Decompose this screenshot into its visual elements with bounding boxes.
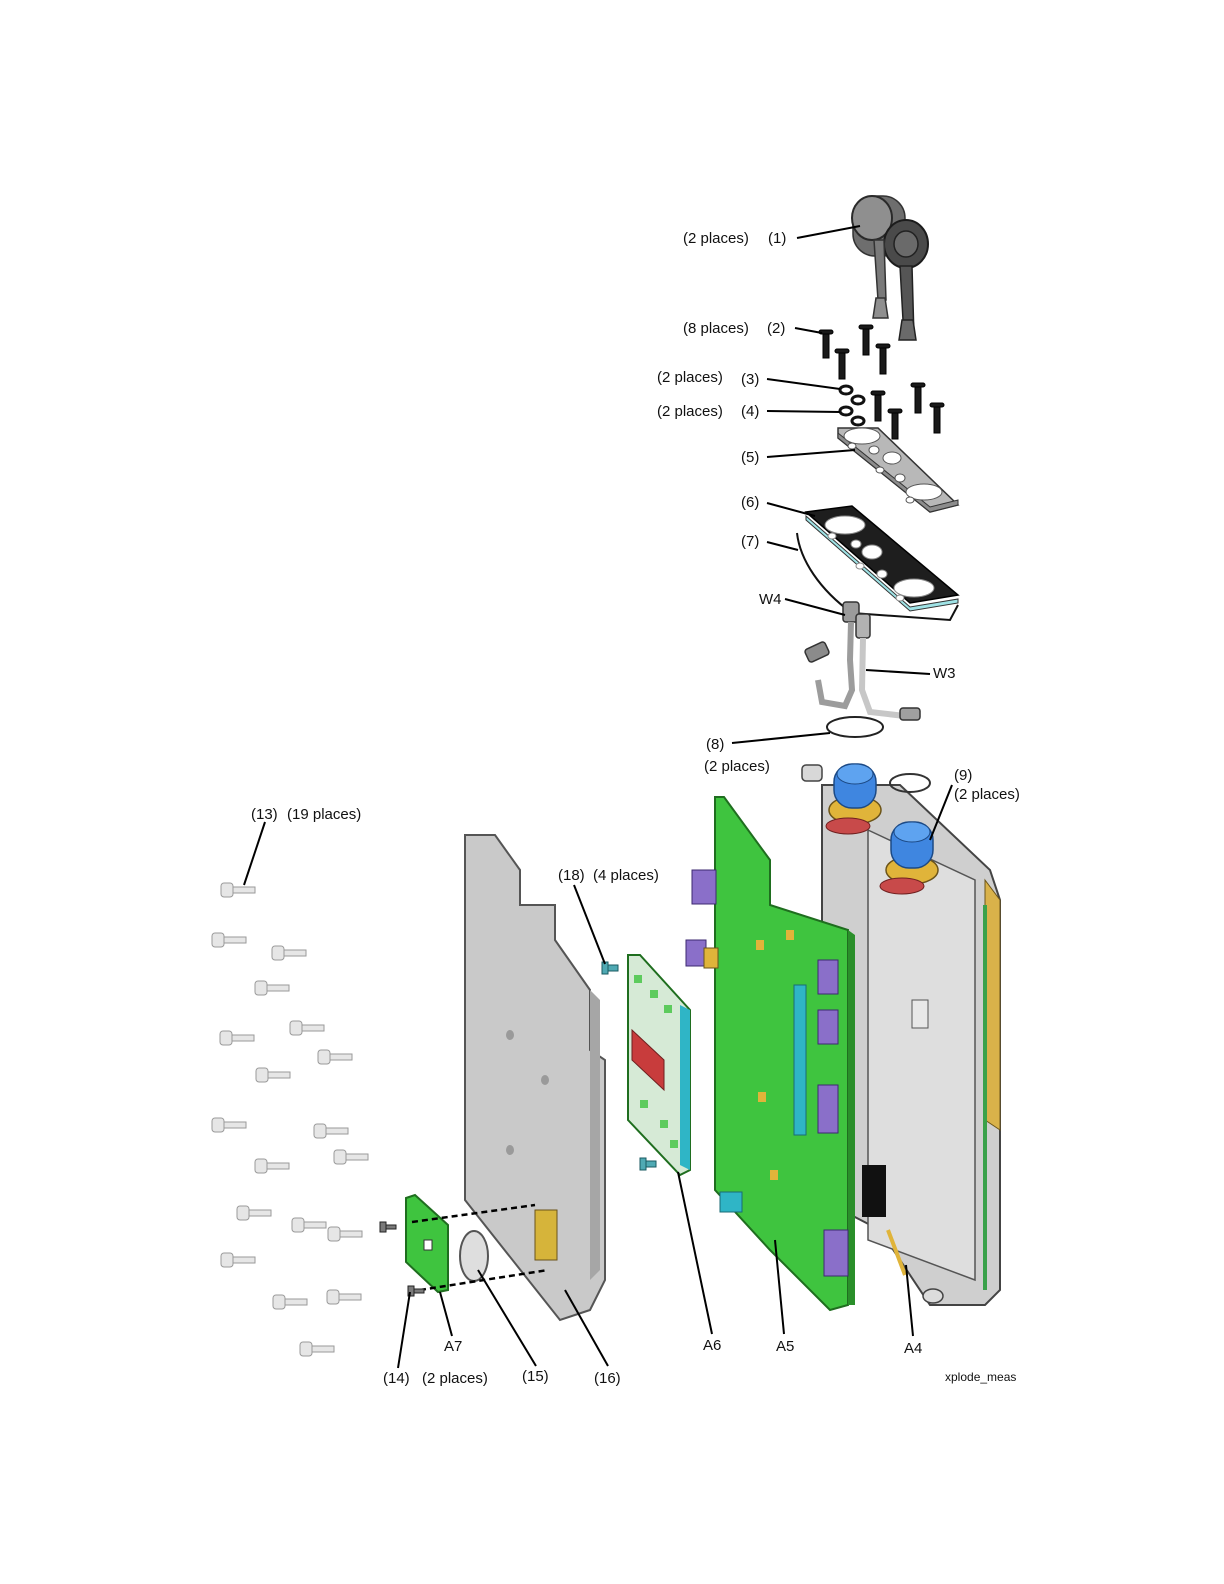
label-7: (7): [741, 533, 759, 550]
part-1-connectors: [852, 196, 928, 340]
label-4: (4): [741, 403, 759, 420]
figure-caption: xplode_meas: [945, 1370, 1016, 1384]
screw-2b: [859, 325, 873, 355]
part-13-screws: [212, 883, 368, 1356]
label-15: (15): [522, 1368, 549, 1385]
label-3-qty: (2 places): [657, 369, 723, 386]
screw-13-17: [273, 1295, 307, 1309]
label-8-qty: (2 places): [704, 758, 770, 775]
screw-13-3: [272, 946, 306, 960]
leader-a7: [440, 1292, 452, 1336]
label-a6: A6: [703, 1337, 721, 1354]
screw-13-7: [256, 1068, 290, 1082]
leader-w3: [866, 670, 930, 674]
screw-13-14: [292, 1218, 326, 1232]
label-a7: A7: [444, 1338, 462, 1355]
leader-5: [767, 450, 855, 457]
part-3-washers: [840, 386, 864, 404]
label-18-qty: (4 places): [593, 867, 659, 884]
label-w4: W4: [759, 591, 782, 608]
label-4-qty: (2 places): [657, 403, 723, 420]
leader-6: [767, 503, 815, 516]
screw-2h: [930, 403, 944, 433]
label-14-qty: (2 places): [422, 1370, 488, 1387]
screw-13-6: [290, 1021, 324, 1035]
screw-13-11: [255, 1159, 289, 1173]
cable-w4-w3-assembly: [804, 602, 920, 720]
label-a5: A5: [776, 1338, 794, 1355]
o-ring-on-chassis: [890, 774, 930, 792]
leader-2: [795, 328, 822, 333]
leader-8: [732, 733, 830, 743]
screw-13-12: [334, 1150, 368, 1164]
label-w3: W3: [933, 665, 956, 682]
screw-13-15: [328, 1227, 362, 1241]
part-8-o-rings: [827, 717, 883, 737]
leader-4: [767, 411, 840, 412]
label-16: (16): [594, 1370, 621, 1387]
label-14: (14): [383, 1370, 410, 1387]
label-3: (3): [741, 371, 759, 388]
part-2-screws: [819, 325, 944, 439]
label-1: (1): [768, 230, 786, 247]
label-5: (5): [741, 449, 759, 466]
label-13: (13): [251, 806, 278, 823]
label-18: (18): [558, 867, 585, 884]
screw-2e: [871, 391, 885, 421]
part-a6-board: [628, 955, 690, 1175]
leader-a6: [678, 1172, 712, 1334]
screw-2g: [888, 409, 902, 439]
screw-18b: [640, 1158, 656, 1170]
part-6-gasket: [806, 506, 958, 611]
label-13-qty: (19 places): [287, 806, 361, 823]
screw-13-18: [327, 1290, 361, 1304]
screw-2c: [835, 349, 849, 379]
part-15-disc: [460, 1231, 488, 1281]
screw-13-4: [255, 981, 289, 995]
label-a4: A4: [904, 1340, 922, 1357]
label-2-qty: (8 places): [683, 320, 749, 337]
screw-13-19: [300, 1342, 334, 1356]
screw-13-16: [221, 1253, 255, 1267]
label-8: (8): [706, 736, 724, 753]
screw-13-1: [221, 883, 255, 897]
label-2: (2): [767, 320, 785, 337]
screw-2a: [819, 330, 833, 358]
leader-15: [478, 1270, 536, 1366]
part-4-washers: [840, 407, 864, 425]
label-6: (6): [741, 494, 759, 511]
leader-1: [797, 226, 860, 238]
screw-2f: [911, 383, 925, 413]
leader-7: [767, 542, 798, 550]
part-a7-board: [406, 1195, 448, 1292]
screw-13-5: [220, 1031, 254, 1045]
label-1-qty: (2 places): [683, 230, 749, 247]
screw-13-2: [212, 933, 246, 947]
screw-13-8: [318, 1050, 352, 1064]
screw-13-10: [314, 1124, 348, 1138]
screw-2d: [876, 344, 890, 374]
leader-14: [398, 1292, 410, 1368]
leader-3: [767, 379, 840, 389]
part-5-gasket-plate: [838, 428, 958, 512]
leader-18: [574, 885, 605, 964]
label-9: (9): [954, 767, 972, 784]
label-9-qty: (2 places): [954, 786, 1020, 803]
screw-13-13: [237, 1206, 271, 1220]
leader-13: [244, 822, 265, 885]
screw-14a: [380, 1222, 396, 1232]
screw-13-9: [212, 1118, 246, 1132]
